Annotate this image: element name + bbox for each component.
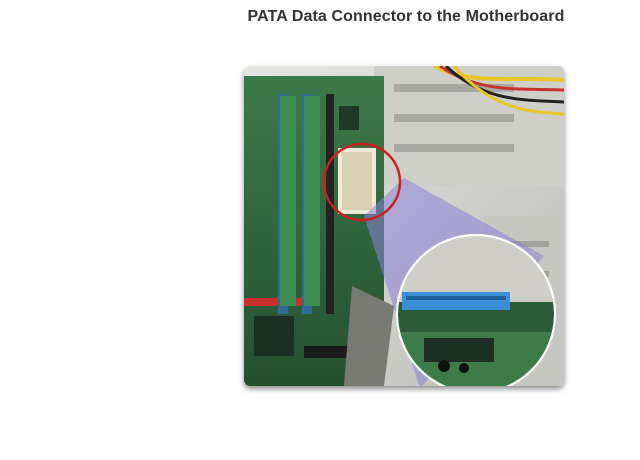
highlight-circle (322, 142, 402, 222)
motherboard-photo (244, 66, 564, 386)
motherboard-illustration (244, 66, 564, 386)
power-wires (433, 66, 564, 116)
pata-header (338, 148, 376, 214)
magnified-view (396, 234, 556, 386)
ribbon-cable (344, 286, 394, 386)
page-title: PATA Data Connector to the Motherboard (247, 8, 565, 25)
pata-connector-zoom (402, 292, 510, 310)
